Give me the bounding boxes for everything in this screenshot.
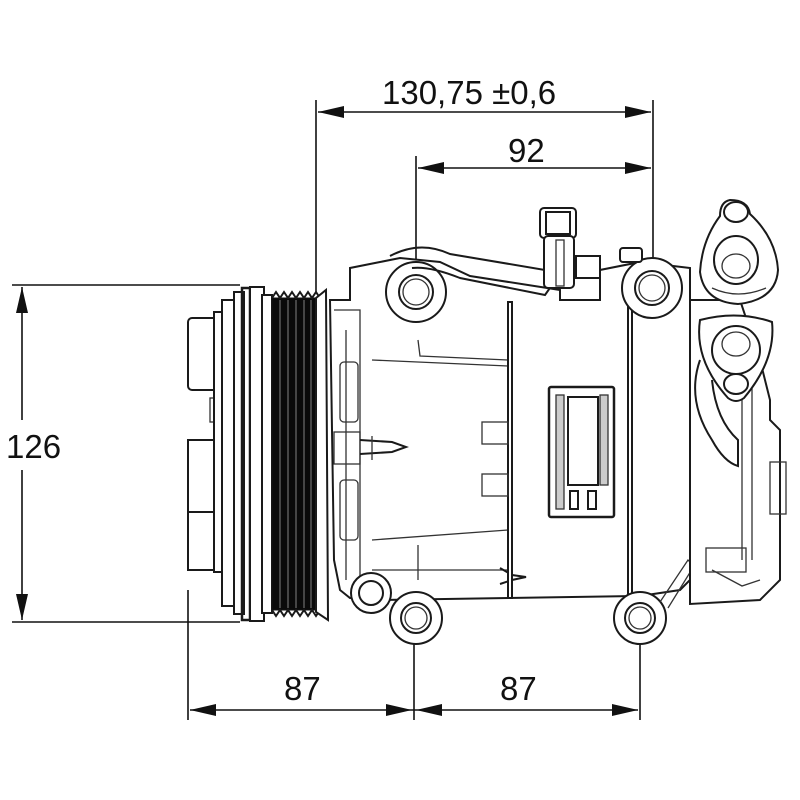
discharge-port-lower bbox=[694, 314, 774, 468]
suction-port-upper bbox=[698, 198, 780, 306]
dimension-upper-mount-spacing: 92 bbox=[508, 132, 545, 169]
label-plate bbox=[547, 385, 616, 519]
upper-mount-right bbox=[621, 257, 683, 319]
dimension-overall-mount-width: 130,75 ±0,6 bbox=[382, 74, 557, 111]
dimension-lower-mount-spacing: 87 bbox=[500, 670, 537, 707]
dimension-pulley-height: 126 bbox=[6, 428, 62, 465]
lower-mounts bbox=[350, 558, 695, 645]
hose-connector bbox=[389, 207, 643, 297]
clutch-plate bbox=[187, 286, 252, 622]
dimension-front-to-lower-mount: 87 bbox=[284, 670, 321, 707]
upper-mount-left bbox=[385, 261, 447, 323]
pulley bbox=[249, 286, 330, 622]
dimension-lines bbox=[12, 100, 654, 720]
